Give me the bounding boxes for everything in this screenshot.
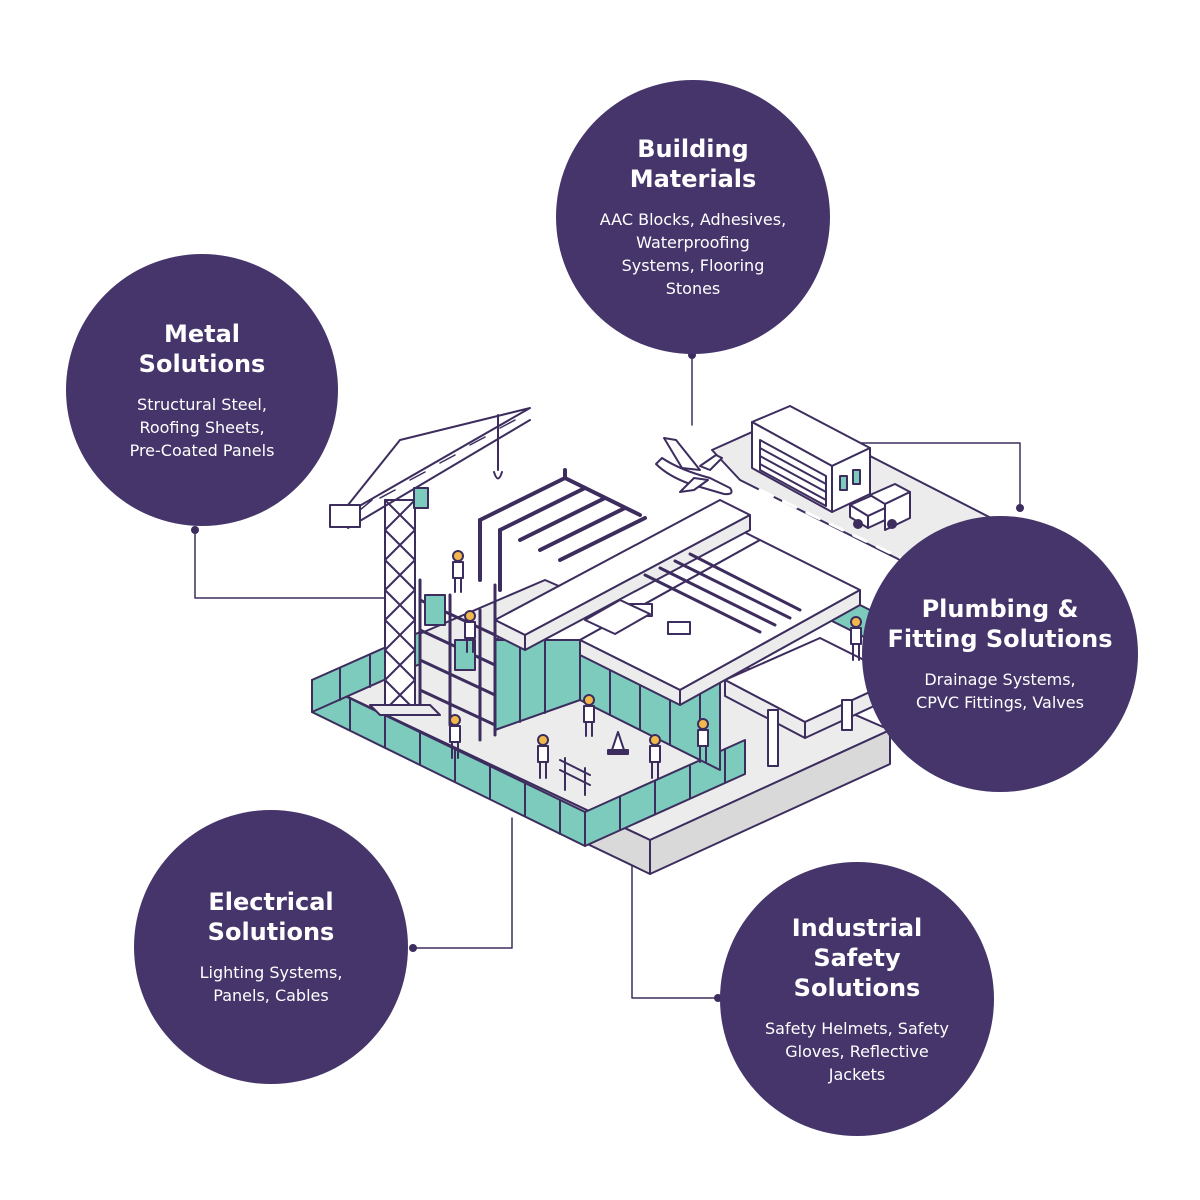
category-description: Drainage Systems, CPVC Fittings, Valves — [916, 670, 1084, 712]
category-electrical-solutions: Electrical Solutions Lighting Systems, P… — [134, 810, 408, 1084]
airplane — [655, 437, 733, 496]
worker-1 — [452, 550, 464, 593]
main-building — [494, 499, 861, 771]
worker-4 — [537, 734, 549, 779]
scaffolding — [418, 578, 497, 742]
barrier — [559, 757, 591, 796]
connector-plumbing — [829, 442, 1021, 509]
category-title: Plumbing & Fitting Solutions — [887, 595, 1113, 653]
category-title: Building Materials — [629, 135, 757, 193]
fence-front-right — [584, 739, 746, 847]
category-description: Lighting Systems, Panels, Cables — [199, 963, 343, 1005]
connector-metal — [194, 529, 386, 599]
category-building-materials: Building Materials AAC Blocks, Adhesives… — [556, 80, 830, 354]
traffic-cone — [607, 731, 629, 755]
workers — [449, 550, 862, 779]
warehouse — [751, 405, 871, 513]
worker-8 — [850, 616, 862, 661]
category-description: AAC Blocks, Adhesives, Waterproofing Sys… — [599, 210, 787, 298]
worker-6 — [649, 734, 661, 779]
worker-2 — [464, 610, 476, 653]
connector-electrical — [412, 817, 513, 949]
tower-crane — [329, 407, 531, 716]
yard-markings — [758, 488, 907, 562]
worker-5 — [583, 694, 595, 737]
category-metal-solutions: Metal Solutions Structural Steel, Roofin… — [66, 254, 338, 526]
category-title: Electrical Solutions — [207, 888, 335, 946]
worker-7 — [697, 718, 709, 763]
category-description: Structural Steel, Roofing Sheets, Pre-Co… — [129, 394, 275, 460]
category-description: Safety Helmets, Safety Gloves, Reflectiv… — [765, 1018, 949, 1084]
category-plumbing-fitting: Plumbing & Fitting Solutions Drainage Sy… — [862, 516, 1138, 792]
steel-frame — [478, 468, 647, 592]
worker-3 — [449, 714, 461, 759]
trucks — [849, 483, 911, 531]
category-industrial-safety: Industrial Safety Solutions Safety Helme… — [720, 862, 994, 1136]
category-title: Industrial Safety Solutions — [791, 913, 923, 1002]
category-title: Metal Solutions — [138, 319, 266, 378]
